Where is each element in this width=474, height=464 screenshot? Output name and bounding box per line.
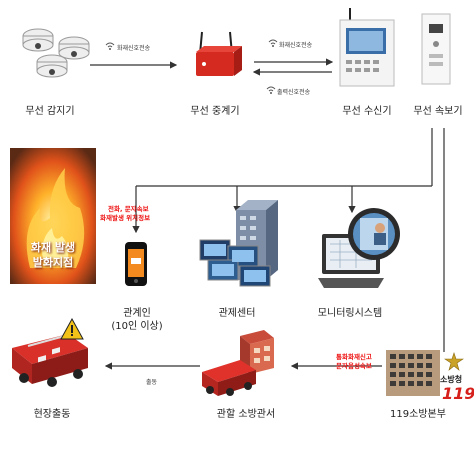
receiver-icon [339,8,395,87]
agency-badge-text: 소방청 [440,375,463,384]
wifi-icon [266,86,276,94]
dispatch-label: 현장출동 [33,409,71,420]
fire-subtitle: 발화지점 [32,256,74,269]
fire-title: 화재 발생 [30,241,76,254]
monitoring-label: 모니터링시스템 [317,308,383,319]
badge-number: 119 [442,384,474,403]
fire-hq-label: 119소방본부 [390,409,446,420]
detector-label: 무선 감지기 [25,106,75,117]
repeater-label: 무선 중계기 [190,106,240,117]
monitoring-icon [318,208,400,288]
fire-signal-label-1: 화재신호전송 [117,45,151,52]
phone-alert-line1: 전화, 문자속보 [108,205,149,213]
stakeholder-label: 관계인 [123,308,151,319]
receiver-label: 무선 수신기 [342,106,392,117]
fire-signal-label-2: 화재신호전송 [279,42,313,49]
hq-building-icon [386,350,440,396]
fire-truck-icon [12,333,88,387]
report-line1: 통화화재신고 [336,353,372,361]
report-line2: 문자음성속보 [336,362,372,370]
stakeholder-count: (10인 이상) [111,321,163,332]
phone-alert-line2: 화재발생 위치정보 [100,214,151,222]
alarm-device-icon [421,13,451,85]
phone-icon [125,242,147,286]
wifi-icon [268,39,278,47]
detector-icon [22,28,90,78]
fire-image: 화재 발생 발화지점 [10,148,96,284]
output-signal-label: 출력신호전송 [277,89,311,96]
warning-icon [60,318,84,340]
control-center-icon [199,200,278,287]
fire-agency-emblem-icon [444,352,464,371]
repeater-icon [196,31,242,76]
wifi-icon [105,42,115,50]
control-center-label: 관제센터 [218,308,256,319]
dispatch-small-label: 출동 [146,379,158,386]
local-station-label: 관할 소방관서 [216,409,276,420]
alarm-label: 무선 속보기 [413,106,463,117]
fire-station-icon [202,330,274,396]
